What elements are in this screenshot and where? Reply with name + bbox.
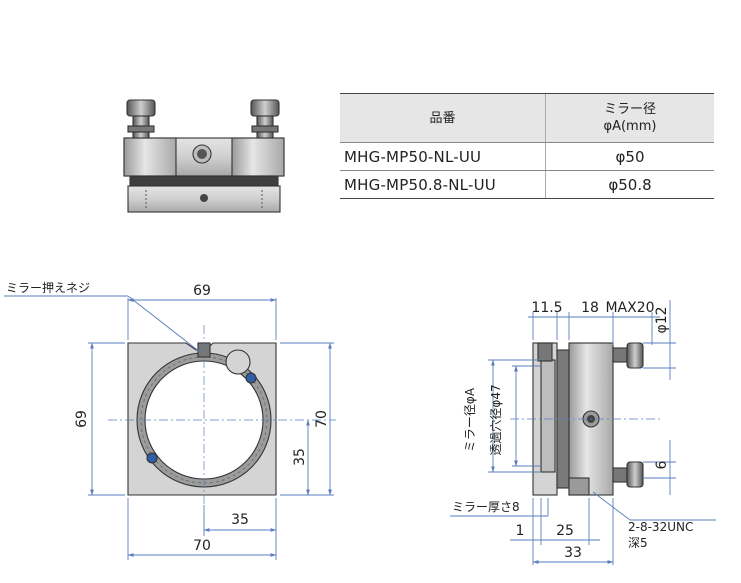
diameter-cell: φ50 (545, 142, 714, 171)
dim-35-bottom: 35 (231, 512, 249, 528)
dim-11-5: 11.5 (531, 300, 562, 316)
dim-70-right: 70 (314, 410, 330, 428)
dim-25: 25 (556, 523, 574, 539)
side-top-screw (537, 342, 553, 362)
side-dimensions: 11.5 18 MAX20 φ12 ミラー径φA 透過穴径φ47 6 ミラー厚さ… (450, 300, 716, 565)
front-dimensions: 69 69 70 35 35 70 ミラー押えネジ (4, 281, 334, 560)
top-view-part (123, 99, 285, 213)
header-part-number: 品番 (340, 93, 546, 143)
side-thread-block (568, 477, 590, 496)
front-hole-lower (146, 452, 158, 464)
label-thread: 2-8-32UNC (628, 520, 693, 534)
header-mirror-diameter: ミラー径 φA(mm) (545, 93, 714, 143)
side-adjuster-knob-bottom (626, 461, 644, 488)
front-hole-upper (245, 372, 257, 384)
dim-70-bottom: 70 (193, 538, 211, 554)
side-adjuster-nut-bottom (612, 467, 628, 483)
adjuster-knob-right (250, 99, 280, 117)
label-mirror-dia: ミラー径φA (463, 387, 477, 452)
dim-6: 6 (654, 460, 670, 469)
side-adjuster-nut-top (612, 347, 628, 363)
header-mirror-line1: ミラー径 (603, 102, 656, 117)
dim-69-left: 69 (74, 410, 90, 428)
table-row: MHG-MP50-NL-UU φ50 (340, 142, 714, 171)
dim-69-top: 69 (193, 283, 211, 299)
front-screw-boss (225, 349, 251, 375)
model-cell: MHG-MP50.8-NL-UU (340, 170, 546, 199)
diameter-cell: φ50.8 (545, 170, 714, 199)
top-body-left-block (123, 137, 177, 177)
adjuster-nut-left (127, 125, 155, 133)
dim-1: 1 (516, 523, 525, 539)
front-view-part (127, 342, 277, 496)
spec-table: 品番 ミラー径 φA(mm) MHG-MP50-NL-UU φ50 MHG-MP… (340, 93, 714, 199)
header-mirror-line2: φA(mm) (603, 119, 657, 134)
dim-33: 33 (564, 545, 582, 561)
adjuster-knob-left (126, 99, 156, 117)
dim-18: 18 (581, 300, 599, 316)
side-adjuster-knob-top (626, 342, 644, 369)
dim-phi12: φ12 (654, 306, 670, 333)
label-mirror-screw: ミラー押えネジ (6, 281, 90, 295)
label-mirror-thickness: ミラー厚さ8 (452, 500, 520, 514)
top-body-right-block (231, 137, 285, 177)
side-mirror (540, 359, 556, 473)
dim-max20: MAX20 (605, 300, 654, 316)
label-depth: 深5 (628, 536, 648, 550)
top-mirror-slot (129, 175, 279, 187)
top-center-hole-inner (197, 149, 207, 159)
label-aperture: 透過穴径φ47 (488, 384, 503, 455)
top-base-screw (200, 194, 208, 202)
spec-table-header-row: 品番 ミラー径 φA(mm) (340, 93, 714, 143)
table-row: MHG-MP50.8-NL-UU φ50.8 (340, 170, 714, 199)
adjuster-nut-right (251, 125, 279, 133)
dim-35-right: 35 (292, 448, 308, 466)
model-cell: MHG-MP50-NL-UU (340, 142, 546, 171)
